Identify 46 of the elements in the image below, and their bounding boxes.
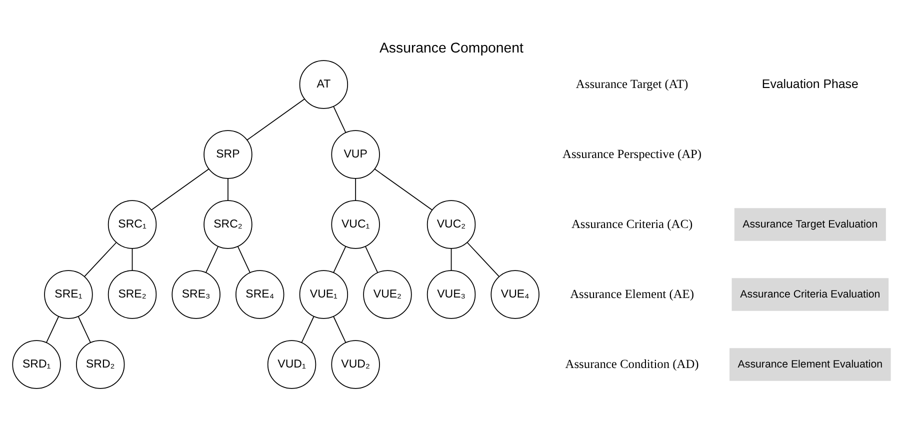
label: Assurance Condition (AD) <box>565 356 699 370</box>
connector <box>333 316 346 343</box>
connector <box>205 246 218 273</box>
node-circle: VUC₁ <box>331 200 380 248</box>
node-circle: VUD₂ <box>331 340 380 388</box>
node-circle: AT <box>299 60 348 108</box>
label: Assurance Target Evaluation <box>742 218 878 230</box>
node-circle: SRC₁ <box>108 200 157 248</box>
node-circle: SRC₂ <box>204 200 252 248</box>
connector <box>374 168 433 210</box>
label: Assurance Criteria Evaluation <box>740 288 880 300</box>
label: Assurance Element Evaluation <box>738 358 883 370</box>
label: Assurance Perspective (AP) <box>562 146 702 160</box>
connector <box>301 316 314 343</box>
node-circle: SRE₂ <box>108 270 157 318</box>
connector <box>132 248 133 270</box>
connector <box>355 178 356 200</box>
node-circle: VUE₃ <box>426 270 476 318</box>
node-circle: SRE₃ <box>172 270 220 318</box>
label: Assurance Target (AT) <box>576 76 688 90</box>
connector <box>84 242 117 276</box>
connector <box>450 248 452 270</box>
connector <box>333 246 346 273</box>
node-circle: VUE₂ <box>363 270 412 318</box>
node-circle: SRE₁ <box>44 270 93 318</box>
connector <box>333 106 346 133</box>
connector <box>246 98 305 140</box>
node-circle: SRD₁ <box>12 340 61 388</box>
node-circle: SRD₂ <box>76 340 125 388</box>
node-circle: SRE₄ <box>236 270 284 318</box>
connector <box>78 316 91 343</box>
label: Assurance Element (AE) <box>570 286 694 300</box>
connector <box>150 168 210 210</box>
node-circle: VUD₁ <box>267 340 316 388</box>
diagram-title: Assurance Component <box>379 40 524 56</box>
node-circle: VUC₂ <box>426 200 476 248</box>
label: Assurance Criteria (AC) <box>571 216 693 230</box>
node-circle: VUP <box>331 130 380 178</box>
node-circle: SRP <box>204 130 252 178</box>
connector <box>466 242 500 276</box>
connector <box>46 316 59 343</box>
node-circle: VUE₁ <box>299 270 348 318</box>
connector <box>365 246 378 273</box>
node-circle: VUE₄ <box>490 270 540 318</box>
connector <box>237 246 251 273</box>
label: Evaluation Phase <box>762 76 858 90</box>
